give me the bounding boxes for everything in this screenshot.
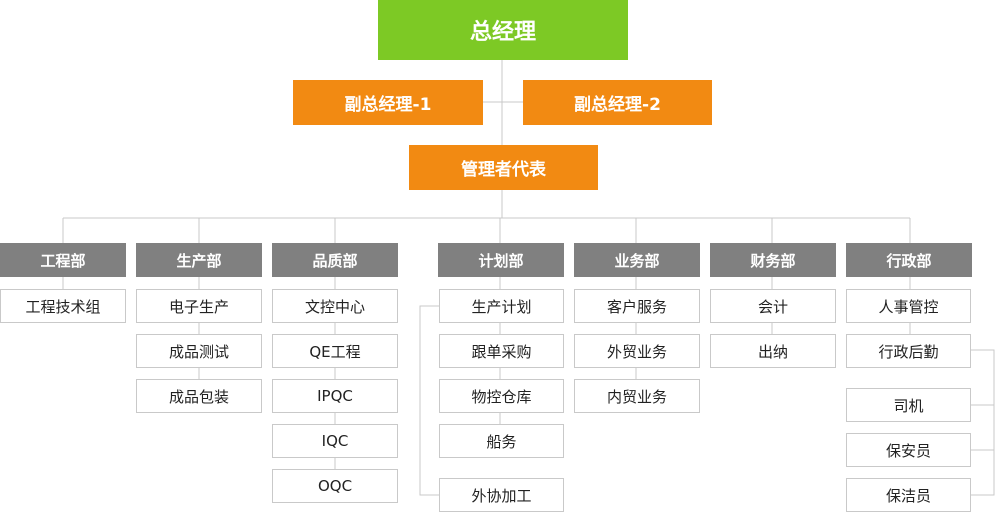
org-unit-box: 客户服务 xyxy=(574,289,700,323)
org-unit-box: 成品测试 xyxy=(136,334,262,368)
org-unit-box: 保洁员 xyxy=(846,478,971,512)
dept-planning: 计划部 xyxy=(438,243,564,277)
dept-quality: 品质部 xyxy=(272,243,398,277)
org-unit-box: 外贸业务 xyxy=(574,334,700,368)
org-unit-box: 人事管控 xyxy=(846,289,971,323)
dept-production: 生产部 xyxy=(136,243,262,277)
org-unit-box: 会计 xyxy=(710,289,836,323)
org-unit-box: 出纳 xyxy=(710,334,836,368)
general-manager-box: 总经理 xyxy=(378,0,628,60)
vice-gm-2-box: 副总经理-2 xyxy=(523,80,712,125)
dept-admin: 行政部 xyxy=(846,243,972,277)
org-unit-box: 行政后勤 xyxy=(846,334,971,368)
org-unit-box: QE工程 xyxy=(272,334,398,368)
org-unit-box: 成品包装 xyxy=(136,379,262,413)
org-unit-box: 生产计划 xyxy=(439,289,564,323)
org-unit-box: 内贸业务 xyxy=(574,379,700,413)
org-unit-box: OQC xyxy=(272,469,398,503)
dept-sales: 业务部 xyxy=(574,243,700,277)
org-unit-box: 文控中心 xyxy=(272,289,398,323)
org-unit-box: 保安员 xyxy=(846,433,971,467)
org-unit-box: 跟单采购 xyxy=(439,334,564,368)
org-unit-box: 电子生产 xyxy=(136,289,262,323)
org-unit-box: 工程技术组 xyxy=(0,289,126,323)
org-unit-box: IQC xyxy=(272,424,398,458)
dept-finance: 财务部 xyxy=(710,243,836,277)
org-unit-box: 船务 xyxy=(439,424,564,458)
org-unit-box: IPQC xyxy=(272,379,398,413)
org-unit-box: 外协加工 xyxy=(439,478,564,512)
org-unit-box: 司机 xyxy=(846,388,971,422)
vice-gm-1-box: 副总经理-1 xyxy=(293,80,483,125)
management-rep-box: 管理者代表 xyxy=(409,145,598,190)
dept-engineering: 工程部 xyxy=(0,243,126,277)
org-unit-box: 物控仓库 xyxy=(439,379,564,413)
